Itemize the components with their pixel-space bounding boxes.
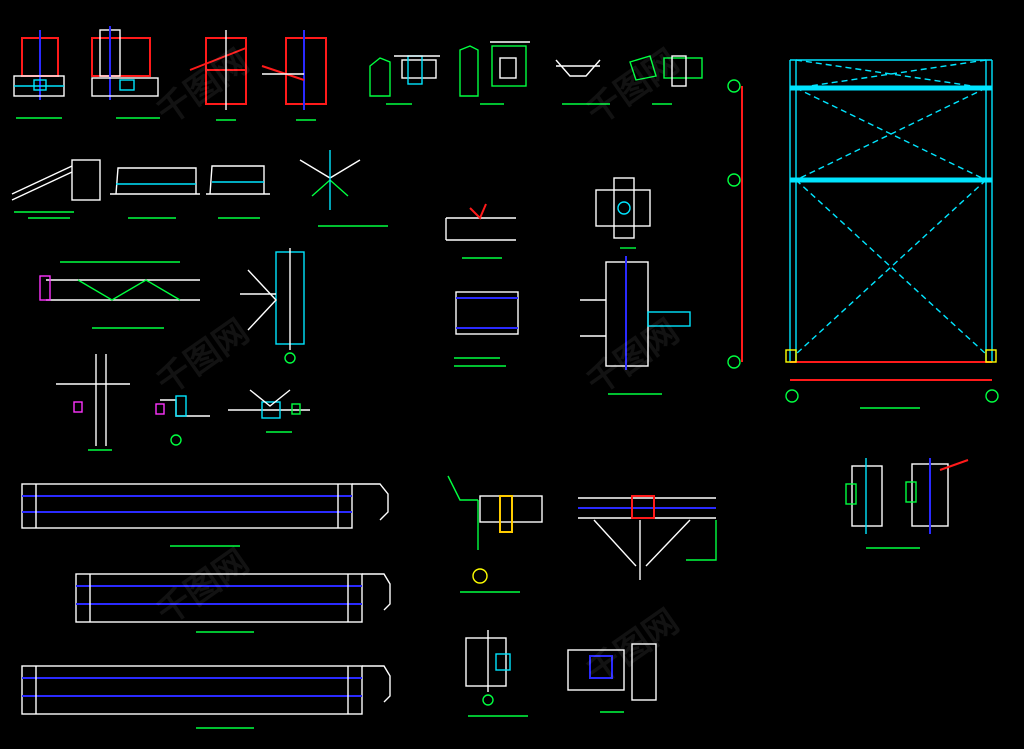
detail-column-base-2 (91, 26, 160, 119)
beam-elevation-1 (21, 483, 389, 547)
detail-beam-column-2 (261, 30, 327, 121)
detail-wind-column (567, 643, 657, 713)
detail-knee-brace (578, 495, 717, 580)
detail-bolt-3 (228, 389, 310, 433)
detail-purlin-1 (369, 55, 440, 105)
detail-column-beam-connection (580, 256, 691, 395)
detail-bolt-1 (56, 354, 130, 451)
detail-truss-1 (110, 167, 200, 219)
detail-purlin-3 (555, 59, 610, 105)
detail-ridge (299, 150, 388, 227)
detail-purlin-section (445, 203, 516, 259)
detail-beam-column-1 (189, 30, 247, 121)
beam-elevation-3 (21, 665, 391, 729)
detail-haunch (447, 475, 543, 593)
detail-purlin-4 (629, 55, 703, 105)
detail-stair (11, 159, 101, 219)
detail-bolt-2 (155, 395, 210, 446)
detail-column-joint (240, 248, 305, 364)
detail-bracing-connection (845, 458, 969, 549)
detail-column-plan (595, 177, 651, 249)
detail-beam-splice (39, 261, 200, 329)
detail-column-base-1 (13, 30, 65, 119)
detail-beam-end (454, 291, 519, 367)
detail-purlin-2 (459, 41, 530, 105)
detail-truss-2 (206, 165, 270, 219)
detail-gable-post (465, 630, 528, 717)
beam-elevation-2 (75, 573, 391, 633)
frame-elevation (727, 59, 999, 409)
